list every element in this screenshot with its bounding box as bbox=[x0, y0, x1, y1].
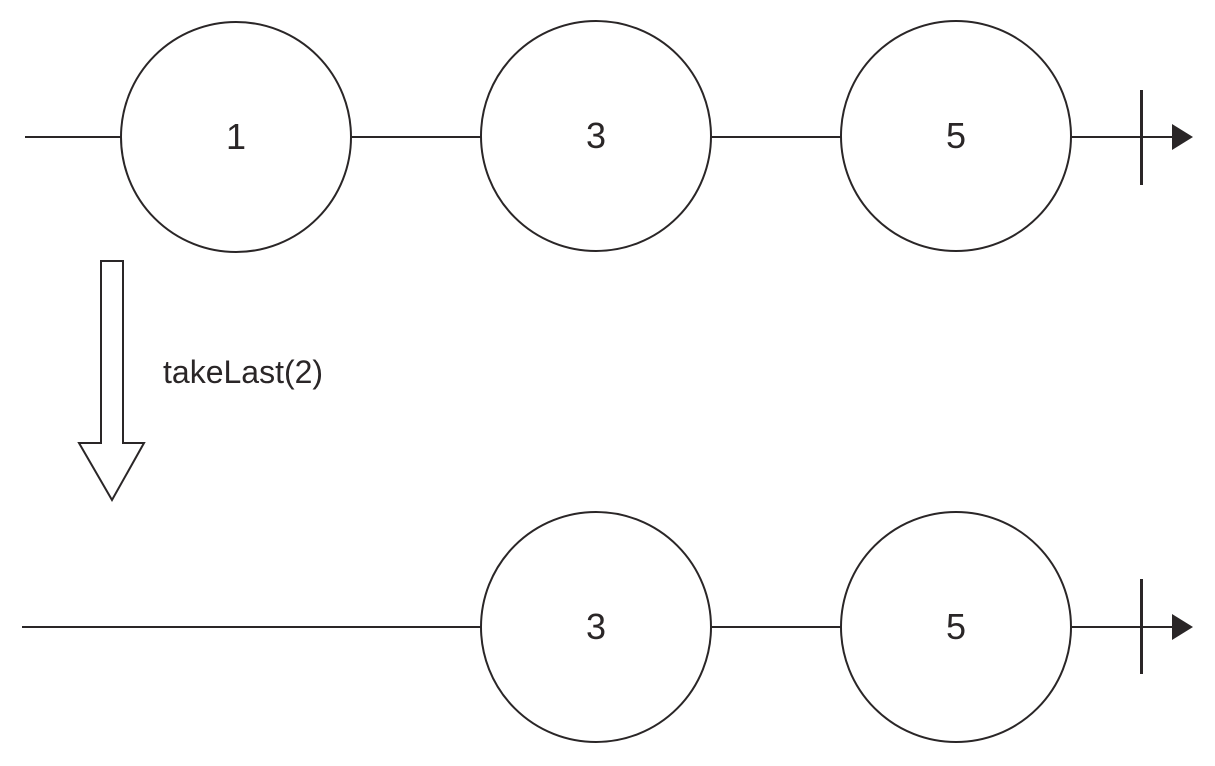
operator-down-arrow-icon bbox=[77, 260, 146, 503]
input-complete-tick bbox=[1140, 90, 1143, 185]
output-marble-5: 5 bbox=[840, 511, 1072, 743]
output-complete-tick bbox=[1140, 579, 1143, 674]
output-timeline-arrowhead-icon bbox=[1172, 614, 1193, 640]
input-marble-5: 5 bbox=[840, 20, 1072, 252]
operator-label: takeLast(2) bbox=[163, 354, 324, 390]
output-marble-3: 3 bbox=[480, 511, 712, 743]
input-marble-3: 3 bbox=[480, 20, 712, 252]
input-timeline-arrowhead-icon bbox=[1172, 124, 1193, 150]
input-marble-1: 1 bbox=[120, 21, 352, 253]
